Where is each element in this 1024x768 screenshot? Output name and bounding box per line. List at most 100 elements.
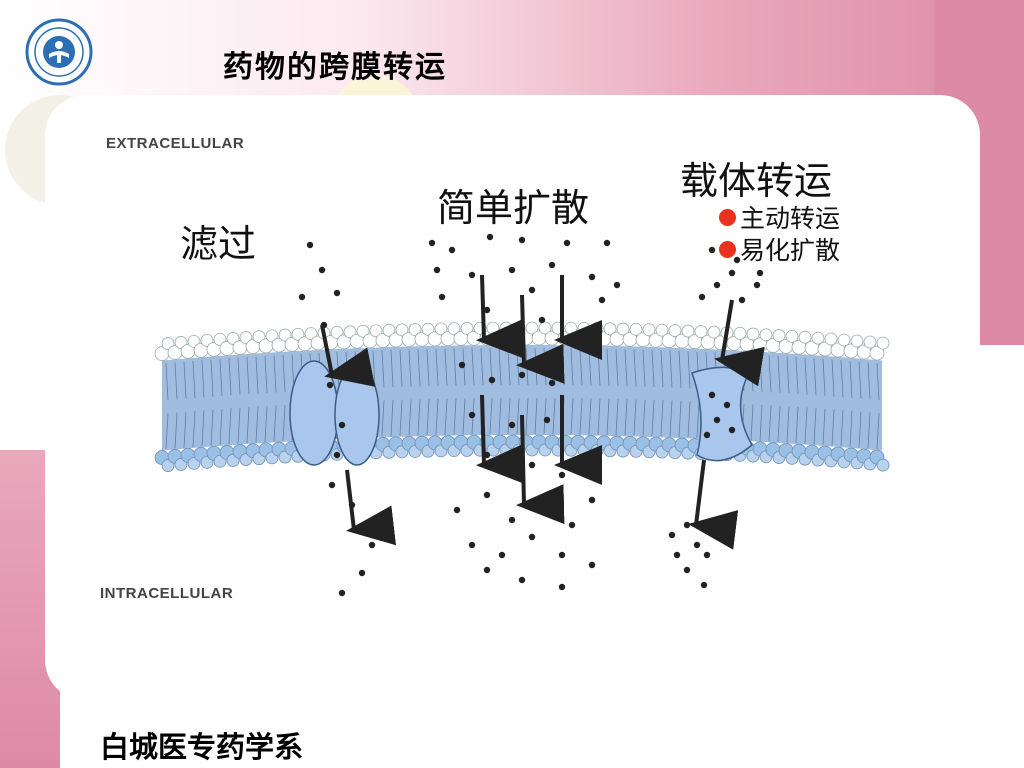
transport-arrow	[516, 414, 565, 525]
lipid-head	[525, 321, 539, 335]
lipid-head	[642, 323, 656, 337]
molecule-dot	[713, 281, 721, 289]
molecule-dot	[683, 566, 691, 574]
molecule-dot	[333, 451, 341, 459]
molecule-dot	[538, 506, 546, 514]
lipid-tail	[201, 410, 205, 447]
lipid-tail	[417, 349, 421, 387]
simple-diffusion-label: 简单扩散	[437, 186, 590, 230]
lipid-tail	[183, 361, 187, 399]
molecule-dot	[498, 551, 506, 559]
lipid-tail	[822, 358, 826, 396]
lipid-tail	[876, 413, 880, 450]
bullet-icon	[719, 240, 736, 258]
carrier-transport-label: 载体转运	[680, 159, 833, 203]
molecule-dot	[298, 293, 306, 301]
molecule-dot	[558, 583, 566, 591]
school-seal-icon	[25, 18, 93, 86]
lipid-tail	[777, 405, 781, 442]
lipid-tail	[786, 356, 790, 394]
lipid-tail	[597, 398, 601, 435]
lipid-tail	[831, 359, 835, 397]
lipid-tail	[750, 404, 754, 441]
molecule-dot	[318, 266, 326, 274]
lipid-tail	[228, 358, 232, 396]
lipid-tail	[804, 407, 808, 444]
molecule-dot	[458, 361, 466, 369]
membrane-illustration	[154, 233, 890, 597]
lipid-head	[421, 322, 435, 336]
transport-arrow	[345, 469, 397, 546]
lipid-tail	[201, 360, 205, 398]
lipid-tail	[678, 350, 682, 388]
membrane-transport-diagram: EXTRACELLULAR INTRACELLULAR 滤过 简单扩散 载体转运…	[92, 125, 942, 605]
molecule-dot	[698, 293, 706, 301]
transport-arrow	[320, 324, 376, 387]
lipid-tail	[822, 408, 826, 445]
channel-protein	[289, 360, 339, 466]
lipid-tail	[849, 410, 853, 447]
lipid-tail	[660, 350, 664, 388]
bullet-icon	[719, 208, 736, 226]
molecule-dot	[486, 233, 494, 241]
lipid-head	[798, 330, 812, 344]
molecule-dot	[588, 273, 596, 281]
lipid-head	[616, 322, 630, 336]
lipid-tail	[210, 409, 214, 446]
molecule-dot	[548, 379, 556, 387]
lipid-head	[447, 322, 461, 336]
lipid-tail	[624, 399, 628, 436]
lipid-tail	[507, 398, 511, 435]
lipid-tail	[516, 397, 520, 435]
molecule-dot	[518, 576, 526, 584]
molecule-dot	[738, 296, 746, 304]
molecule-dot	[448, 246, 456, 254]
lipid-tail	[876, 363, 880, 401]
lipid-tail	[408, 349, 412, 387]
transport-arrow	[516, 294, 565, 384]
lipid-head	[733, 326, 747, 340]
lipid-head	[707, 325, 721, 339]
lipid-tail	[444, 398, 448, 435]
lipid-head	[330, 325, 344, 339]
lipid-tail	[543, 398, 547, 435]
molecule-dot	[598, 296, 606, 304]
lipid-tail	[849, 360, 853, 398]
molecule-dot	[538, 316, 546, 324]
lipid-tail	[858, 411, 862, 448]
molecule-dot	[703, 551, 711, 559]
molecule-dot	[326, 381, 334, 389]
molecule-dot	[348, 501, 356, 509]
lipid-tail	[651, 400, 655, 437]
lipid-tail	[255, 406, 259, 443]
lipid-head	[785, 329, 799, 343]
molecule-dot	[568, 521, 576, 529]
channel-protein	[334, 364, 380, 466]
transport-arrow	[688, 459, 739, 550]
lipid-tail	[192, 360, 196, 399]
lipid-tail	[390, 350, 394, 388]
molecule-dot	[508, 421, 516, 429]
lipid-tail	[453, 398, 457, 435]
molecule-dot	[668, 531, 676, 539]
lipid-tail	[633, 399, 637, 436]
lipid-head	[869, 345, 885, 361]
lipid-tail	[570, 398, 574, 435]
molecule-dot	[508, 266, 516, 274]
lipid-tail	[255, 356, 259, 394]
lipid-tail	[246, 357, 250, 395]
molecule-dot	[528, 461, 536, 469]
lipid-tail	[759, 404, 763, 441]
lipid-tail	[165, 363, 169, 401]
molecule-dot	[558, 551, 566, 559]
lipid-tail	[165, 413, 169, 450]
lipid-tail	[426, 399, 430, 436]
molecule-dot	[588, 496, 596, 504]
lipid-tail	[489, 398, 493, 435]
lipid-tail	[228, 408, 232, 445]
lipid-tail	[183, 411, 187, 448]
molecule-dot	[333, 289, 341, 297]
molecule-dot	[483, 491, 491, 499]
molecule-dot	[756, 269, 764, 277]
lipid-tail	[426, 349, 430, 387]
